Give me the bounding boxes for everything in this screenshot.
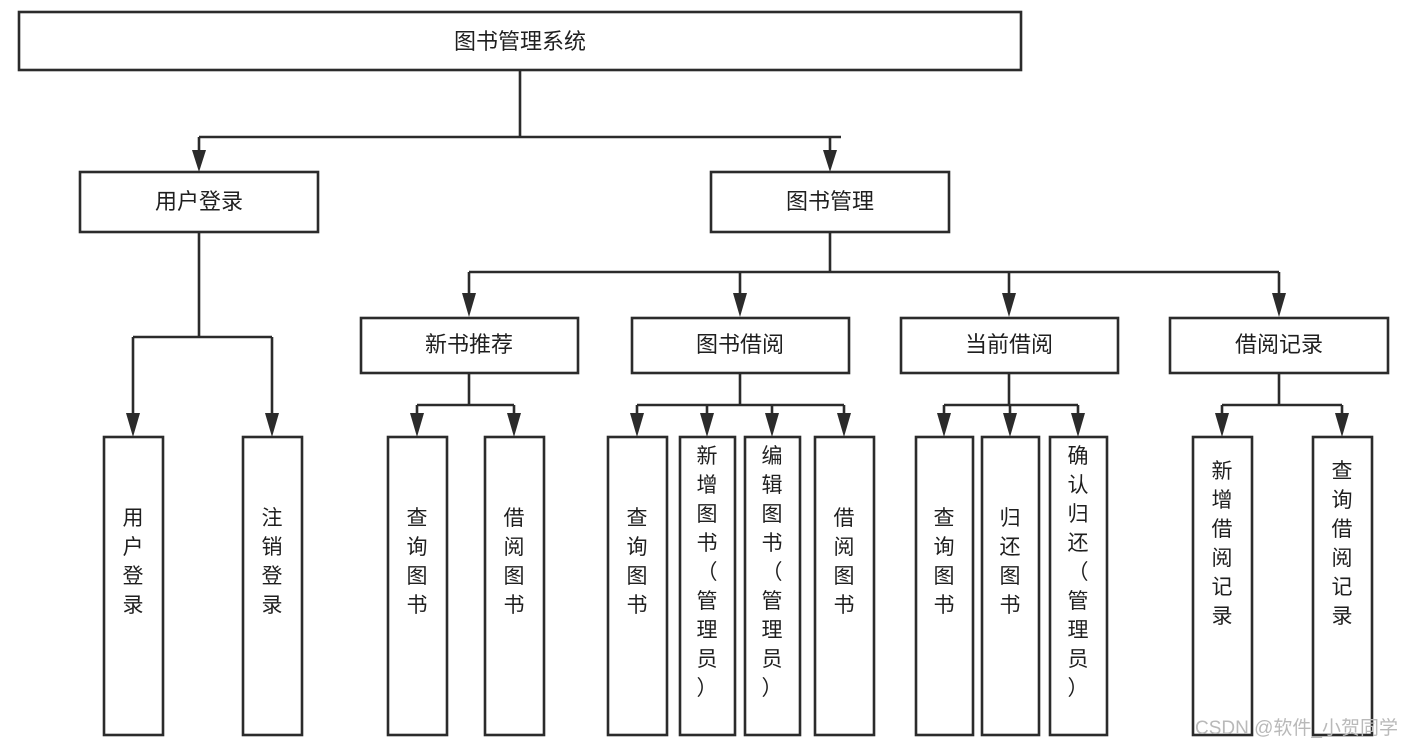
node-leaf-add-record-label: 新增借阅记录 — [1212, 460, 1233, 628]
arrow-head-icon — [410, 413, 424, 437]
node-leaf-query-book-2-box[interactable] — [606, 435, 669, 737]
csdn-watermark: CSDN @软件_小贺同学 — [1195, 717, 1398, 739]
arrow-head-icon — [1272, 293, 1286, 317]
node-leaf-return-book-label: 归还图书 — [1000, 507, 1021, 617]
node-book-borrow[interactable]: 图书借阅 — [630, 316, 851, 375]
node-leaf-borrow-book-2[interactable]: 借阅图书 — [813, 435, 876, 737]
arrow-head-icon — [1071, 413, 1085, 437]
arrow-head-icon — [823, 150, 837, 172]
node-leaf-query-book-3-box[interactable] — [914, 435, 975, 737]
arrow-head-icon — [1003, 413, 1017, 437]
node-leaf-user-logout[interactable]: 注销登录 — [241, 435, 304, 737]
node-leaf-query-book-3[interactable]: 查询图书 — [914, 435, 975, 737]
node-leaf-borrow-book-2-box[interactable] — [813, 435, 876, 737]
node-new-book-rec-label: 新书推荐 — [425, 332, 513, 357]
node-book-manage-label: 图书管理 — [786, 189, 874, 214]
node-leaf-query-book-1[interactable]: 查询图书 — [386, 435, 449, 737]
node-leaf-edit-book-label: 编辑图书（管理员） — [762, 445, 783, 700]
node-leaf-user-logout-label: 注销登录 — [262, 507, 283, 617]
node-leaf-query-record-label: 查询借阅记录 — [1332, 460, 1353, 628]
node-root-box[interactable] — [17, 10, 1023, 72]
arrow-head-icon — [1002, 293, 1016, 317]
node-leaf-add-record[interactable]: 新增借阅记录 — [1191, 435, 1254, 737]
node-leaf-borrow-book-2-label: 借阅图书 — [834, 507, 855, 617]
arrow-head-icon — [265, 413, 279, 437]
node-book-borrow-box[interactable] — [630, 316, 851, 375]
node-leaf-borrow-book-1-box[interactable] — [483, 435, 546, 737]
arrow-head-icon — [765, 413, 779, 437]
arrow-head-icon — [126, 413, 140, 437]
node-leaf-user-login[interactable]: 用户登录 — [102, 435, 165, 737]
node-borrow-record-label: 借阅记录 — [1235, 332, 1323, 357]
node-current-borrow-box[interactable] — [899, 316, 1120, 375]
node-root[interactable]: 图书管理系统 — [17, 10, 1023, 72]
arrow-head-icon — [837, 413, 851, 437]
node-leaf-add-book[interactable]: 新增图书（管理员） — [678, 435, 737, 737]
node-leaf-query-record[interactable]: 查询借阅记录 — [1311, 435, 1374, 737]
node-current-borrow-label: 当前借阅 — [965, 332, 1053, 357]
arrow-head-icon — [1335, 413, 1349, 437]
node-book-borrow-label: 图书借阅 — [696, 332, 784, 357]
node-user-login-box[interactable] — [78, 170, 320, 234]
arrow-head-icon — [507, 413, 521, 437]
arrow-head-icon — [700, 413, 714, 437]
arrow-head-icon — [630, 413, 644, 437]
node-current-borrow[interactable]: 当前借阅 — [899, 316, 1120, 375]
connector-root-to-level2 — [192, 70, 841, 172]
arrow-head-icon — [462, 293, 476, 317]
arrow-head-icon — [1215, 413, 1229, 437]
node-leaf-user-logout-box[interactable] — [241, 435, 304, 737]
node-leaf-query-book-2[interactable]: 查询图书 — [606, 435, 669, 737]
node-leaf-borrow-book-1-label: 借阅图书 — [504, 507, 525, 617]
node-leaf-edit-book[interactable]: 编辑图书（管理员） — [743, 435, 802, 737]
connector-book-manage-to-level3 — [462, 232, 1286, 317]
arrow-head-icon — [937, 413, 951, 437]
node-leaf-add-book-label: 新增图书（管理员） — [697, 445, 718, 700]
node-leaf-borrow-book-1[interactable]: 借阅图书 — [483, 435, 546, 737]
node-user-login[interactable]: 用户登录 — [78, 170, 320, 234]
connector-borrow-record-to-leaves — [1215, 373, 1349, 437]
node-leaf-add-record-box[interactable] — [1191, 435, 1254, 737]
node-leaf-query-book-2-label: 查询图书 — [627, 507, 648, 617]
node-book-manage-box[interactable] — [709, 170, 951, 234]
node-leaf-query-record-box[interactable] — [1311, 435, 1374, 737]
node-new-book-rec-box[interactable] — [359, 316, 580, 375]
node-leaf-return-book-box[interactable] — [980, 435, 1041, 737]
node-leaf-confirm-return-label: 确认归还（管理员） — [1068, 445, 1089, 700]
node-leaf-edit-book-box[interactable] — [743, 435, 802, 737]
node-leaf-query-book-3-label: 查询图书 — [934, 507, 955, 617]
node-leaf-add-book-box[interactable] — [678, 435, 737, 737]
connector-current-borrow-to-leaves — [937, 373, 1085, 437]
node-leaf-user-login-label: 用户登录 — [123, 507, 144, 617]
node-leaf-confirm-return-box[interactable] — [1048, 435, 1109, 737]
node-root-label: 图书管理系统 — [454, 29, 586, 54]
arrow-head-icon — [192, 150, 206, 172]
node-new-book-rec[interactable]: 新书推荐 — [359, 316, 580, 375]
node-borrow-record[interactable]: 借阅记录 — [1168, 316, 1390, 375]
node-leaf-return-book[interactable]: 归还图书 — [980, 435, 1041, 737]
node-leaf-confirm-return[interactable]: 确认归还（管理员） — [1048, 435, 1109, 737]
node-leaf-query-book-1-label: 查询图书 — [407, 507, 428, 617]
node-user-login-label: 用户登录 — [155, 189, 243, 214]
connector-user-login-to-leaves — [126, 232, 279, 437]
node-borrow-record-box[interactable] — [1168, 316, 1390, 375]
connector-book-borrow-to-leaves — [630, 373, 851, 437]
node-book-manage[interactable]: 图书管理 — [709, 170, 951, 234]
node-leaf-query-book-1-box[interactable] — [386, 435, 449, 737]
node-leaf-user-login-box[interactable] — [102, 435, 165, 737]
arrow-head-icon — [733, 293, 747, 317]
connector-new-book-rec-to-leaves — [410, 373, 521, 437]
